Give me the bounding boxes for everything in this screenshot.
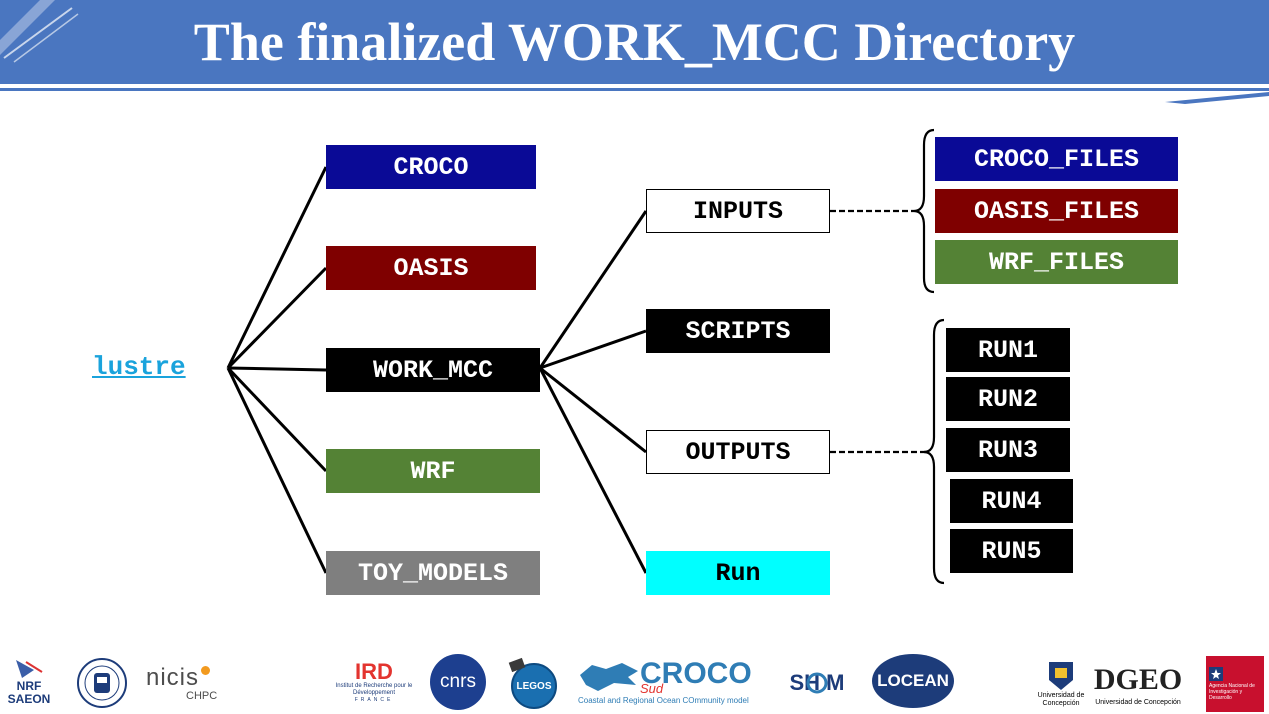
shom-logo: SH M [772,660,862,706]
legos-logo: LEGOS [506,656,562,710]
anid-logo: Agencia Nacional de Investigación y Desa… [1206,656,1264,712]
croco-text: CROCO [640,657,752,690]
anid-text: Agencia Nacional de Investigación y Desa… [1209,683,1255,701]
udec-logo: Universidad de Concepción [1036,656,1086,712]
ird-logo: IRD Institut de Recherche pour le Dévelo… [334,656,414,708]
nicis-dot-icon [201,666,211,675]
header-decoration [0,0,1269,104]
folder-run2: RUN2 [946,377,1070,421]
nrf-text: NRF [16,679,42,693]
locean-logo: LOCEAN [872,654,954,708]
dgeo-text: DGEO [1093,662,1183,696]
udec-text: Universidad de Concepción [1037,692,1085,707]
chpc-text: CHPC [186,690,218,702]
root-folder-link[interactable]: lustre [92,352,186,382]
folder-work-mcc: WORK_MCC [326,348,540,392]
folder-run1: RUN1 [946,328,1070,372]
folder-toy-models: TOY_MODELS [326,551,540,595]
folder-wrf: WRF [326,449,540,493]
header-divider [0,88,1269,91]
nrf-saeon-logo: NRF SAEON [2,656,56,708]
folder-inputs: INPUTS [646,189,830,233]
ird-subtitle: Institut de Recherche pour le Développem… [335,682,413,696]
saeon-text: SAEON [7,692,51,706]
anid-star-icon [1209,667,1223,681]
folder-croco: CROCO [326,145,536,189]
dgeo-subtitle: Universidad de Concepción [1095,698,1181,706]
nicis-chpc-logo: nicis CHPC [146,664,242,704]
cnrs-logo: cnrs [430,654,486,710]
locean-text: LOCEAN [877,671,949,690]
folder-run4: RUN4 [950,479,1073,523]
folder-wrf-files: WRF_FILES [935,240,1178,284]
folder-run3: RUN3 [946,428,1070,472]
cnrs-text: cnrs [440,671,476,692]
crocodile-icon [580,663,638,691]
croco-logo: CROCO Sud Coastal and Regional Ocean COm… [576,655,752,709]
croco-sud-text: Sud [640,681,664,696]
shom-wave-icon [806,672,828,694]
folder-scripts: SCRIPTS [646,309,830,353]
legos-text: LEGOS [516,680,552,692]
slide-title: The finalized WORK_MCC Directory [193,12,1076,72]
folder-outputs: OUTPUTS [646,430,830,474]
croco-subtitle: Coastal and Regional Ocean COmmunity mod… [578,696,749,705]
title-bar [0,0,1269,84]
ird-text: IRD [355,658,393,684]
ird-france: FRANCE [354,696,394,703]
nicis-text: nicis [146,664,200,691]
nrf-emblem-icon [16,660,43,678]
legos-globe-icon [508,657,557,709]
folder-oasis-files: OASIS_FILES [935,189,1178,233]
uct-seal-icon [77,658,127,708]
udec-shield-icon [1049,662,1073,690]
folder-run5: RUN5 [950,529,1073,573]
dgeo-logo: DGEO Universidad de Concepción [1088,656,1188,712]
folder-oasis: OASIS [326,246,536,290]
uct-logo [74,656,130,710]
folder-run: Run [646,551,830,595]
folder-croco-files: CROCO_FILES [935,137,1178,181]
